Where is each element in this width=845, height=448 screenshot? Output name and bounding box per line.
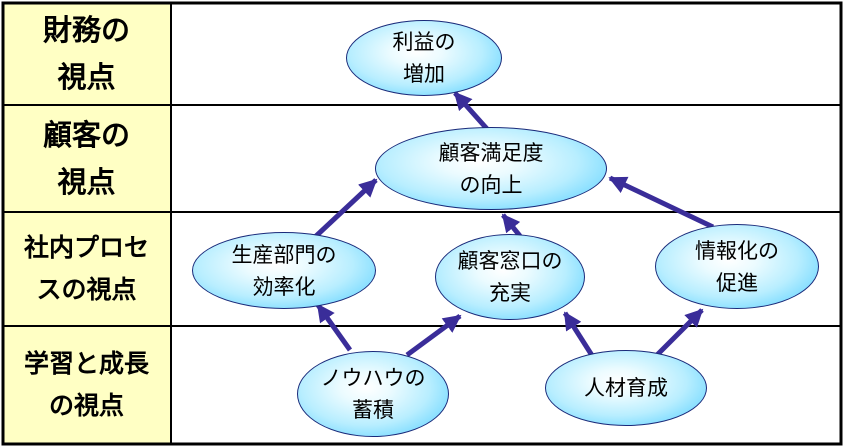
arrow-hr-to-information xyxy=(653,308,704,359)
row-label-customer: 顧客の 視点 xyxy=(42,117,130,199)
label-column xyxy=(3,3,171,444)
node-production-efficiency: 生産部門の 効率化 xyxy=(192,232,376,309)
arrow-information-to-satisfaction xyxy=(608,175,715,230)
arrow-window-to-satisfaction xyxy=(501,213,522,238)
row-label-learning-growth: 学習と成長 の視点 xyxy=(23,349,149,420)
node-customer-satisfaction: 顧客満足度 の向上 xyxy=(375,127,607,210)
node-profit-increase: 利益の 増加 xyxy=(346,20,502,96)
arrow-knowhow-to-production xyxy=(315,303,353,352)
node-knowhow-accumulation: ノウハウの 蓄積 xyxy=(297,351,449,437)
arrow-knowhow-to-window xyxy=(405,313,462,358)
arrow-satisfaction-to-profit xyxy=(453,91,490,132)
row-label-financial: 財務の 視点 xyxy=(42,13,130,94)
arrow-hr-to-window xyxy=(562,311,596,359)
node-hr-development: 人材育成 xyxy=(545,350,707,426)
arrow-production-to-satisfaction xyxy=(313,178,378,239)
node-customer-window: 顧客窓口の 充実 xyxy=(435,234,585,320)
row-label-internal-process: 社内プロセ スの視点 xyxy=(23,233,149,304)
node-informatization: 情報化の 促進 xyxy=(655,224,819,309)
